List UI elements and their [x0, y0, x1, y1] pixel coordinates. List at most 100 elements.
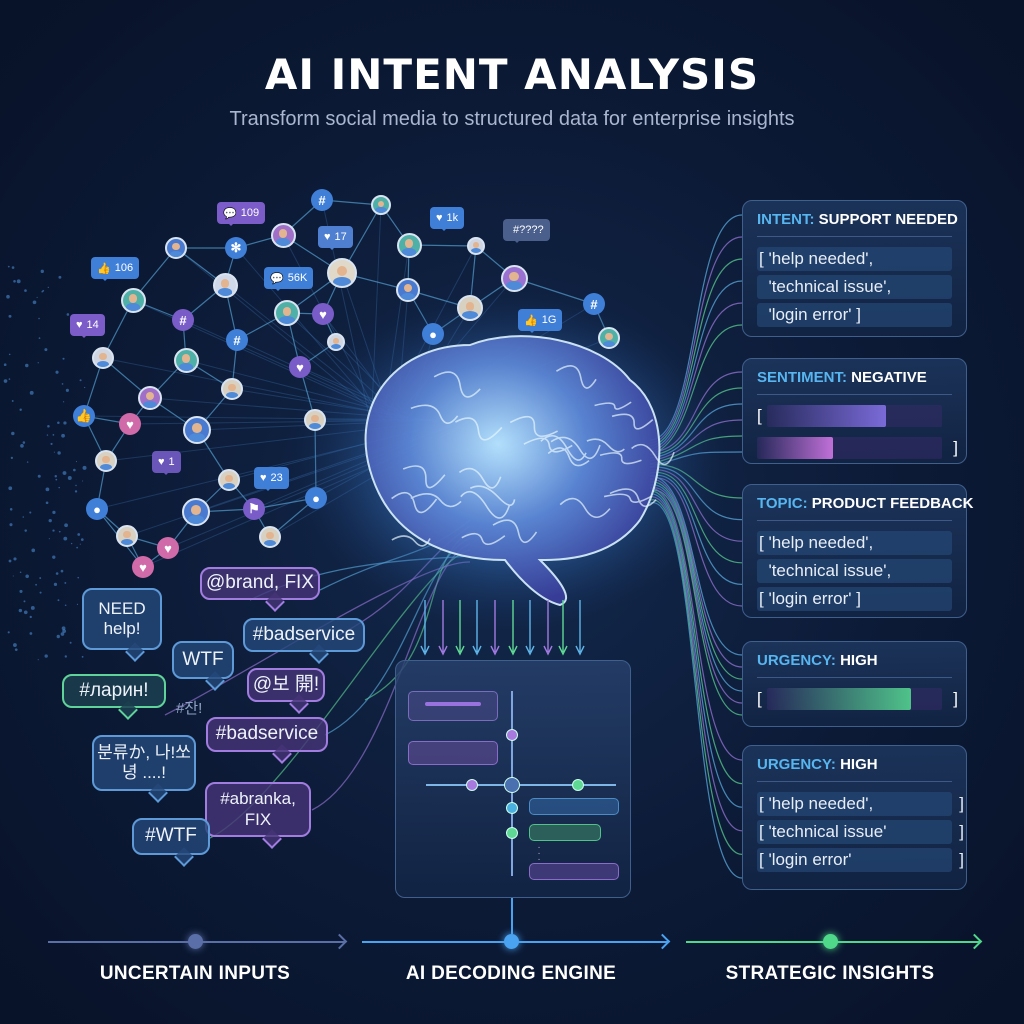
- particle: [73, 469, 76, 472]
- particle: [24, 289, 27, 292]
- input-speech-bubble: @보 開!: [247, 668, 325, 702]
- level-bar: ]: [757, 437, 952, 459]
- social-icon: ●: [86, 498, 108, 520]
- particle: [84, 387, 85, 388]
- particle: [49, 519, 52, 522]
- heart-icon: ♥: [289, 356, 311, 378]
- particle: [76, 461, 77, 462]
- input-speech-bubble: #badservice: [206, 717, 328, 752]
- particle: [4, 363, 7, 366]
- engagement-badge: ♥1k: [430, 207, 464, 229]
- particle: [30, 391, 34, 395]
- user-avatar: [598, 327, 620, 349]
- engagement-count: 109: [241, 207, 259, 219]
- user-avatar: [92, 347, 114, 369]
- list-item-text: [ 'help needed',: [759, 249, 873, 268]
- particle: [8, 486, 12, 490]
- pipeline-stage-label: AI DECODING ENGINE: [361, 963, 661, 985]
- bubble-text: WTF: [182, 649, 223, 672]
- particle: [30, 632, 33, 635]
- particle: [25, 364, 28, 367]
- level-bar: []: [757, 688, 952, 710]
- particle: [62, 383, 64, 385]
- input-speech-bubble: 분류か, 나!쏘녕 ....!: [92, 735, 196, 791]
- heart-icon: ♥: [436, 212, 443, 224]
- particle: [31, 549, 35, 553]
- particle: [9, 354, 11, 356]
- particle: [55, 475, 57, 477]
- panel-value: HIGH: [840, 756, 878, 773]
- particle: [38, 318, 40, 320]
- decoder-output: [529, 863, 619, 880]
- ellipsis-icon: ···: [534, 845, 544, 863]
- panel-value: PRODUCT FEEDBACK: [812, 495, 974, 512]
- particle: [29, 511, 31, 513]
- decoder-node: [572, 779, 584, 791]
- bubble-text: NEED help!: [84, 599, 160, 640]
- user-avatar: [327, 258, 357, 288]
- particle: [63, 401, 64, 402]
- heart-icon: ♥: [324, 231, 331, 243]
- particle: [63, 421, 66, 424]
- open-bracket: [: [757, 405, 762, 427]
- particle: [38, 659, 39, 660]
- insight-panel-sentiment: SENTIMENT: NEGATIVE []: [742, 358, 967, 464]
- engagement-count: 56K: [288, 272, 308, 284]
- user-avatar: [165, 237, 187, 259]
- particle: [65, 655, 67, 657]
- panel-list-item: [ 'help needed',]: [757, 792, 952, 816]
- bubble-text: #abranka, FIX: [207, 789, 309, 830]
- hashtag-icon: #: [311, 189, 333, 211]
- particle: [50, 443, 52, 445]
- particle: [11, 432, 14, 435]
- panel-list-item: [ 'technical issue']: [757, 820, 952, 844]
- panel-header: SENTIMENT: NEGATIVE: [757, 369, 952, 395]
- comment-icon: 💬: [223, 207, 237, 220]
- particle: [55, 479, 57, 481]
- particle: [13, 557, 16, 560]
- particle: [64, 523, 68, 527]
- user-avatar: [271, 223, 296, 248]
- decoding-engine-panel: ···: [395, 660, 631, 898]
- insight-panel-urgency: URGENCY: HIGH [ 'help needed',] [ 'technic…: [742, 745, 967, 890]
- particle: [80, 379, 82, 381]
- particle: [9, 315, 12, 318]
- particle: [24, 529, 26, 531]
- engagement-count: 23: [271, 472, 283, 484]
- engagement-badge: 👍106: [91, 257, 139, 279]
- particle: [6, 295, 10, 299]
- panel-list-item: 'login error' ]: [757, 303, 952, 327]
- decoder-block: [408, 691, 498, 721]
- decoder-node: [506, 729, 518, 741]
- closing-bracket: ]: [959, 792, 964, 816]
- particle: [33, 300, 37, 304]
- particle: [49, 538, 50, 539]
- user-avatar: [327, 333, 345, 351]
- panel-key: URGENCY:: [757, 756, 836, 773]
- engagement-badge: 👍1G: [518, 309, 562, 331]
- particle: [19, 409, 21, 411]
- input-speech-bubble: #abranka, FIX: [205, 782, 311, 837]
- garbled-hashtag: #잔!: [176, 697, 202, 718]
- particle: [71, 543, 72, 544]
- input-speech-bubble: #ларин!: [62, 674, 166, 708]
- panel-header: URGENCY: HIGH: [757, 756, 952, 782]
- engagement-badge: 💬 109: [217, 202, 265, 224]
- particle: [12, 266, 15, 269]
- heart-icon: ♥: [157, 537, 179, 559]
- particle: [67, 313, 70, 316]
- particle: [52, 555, 55, 558]
- user-avatar: [183, 416, 211, 444]
- particle: [30, 616, 32, 618]
- level-bar-fill: [767, 688, 911, 710]
- particle: [62, 358, 64, 360]
- particle: [77, 577, 79, 579]
- user-avatar: [182, 498, 210, 526]
- particle: [83, 466, 87, 470]
- bubble-text: @보 開!: [253, 674, 319, 697]
- list-item-text: [ 'help needed',: [759, 794, 873, 813]
- particle: [68, 476, 72, 480]
- particle: [61, 570, 64, 573]
- particle: [40, 592, 42, 594]
- hashtag-icon: #: [583, 293, 605, 315]
